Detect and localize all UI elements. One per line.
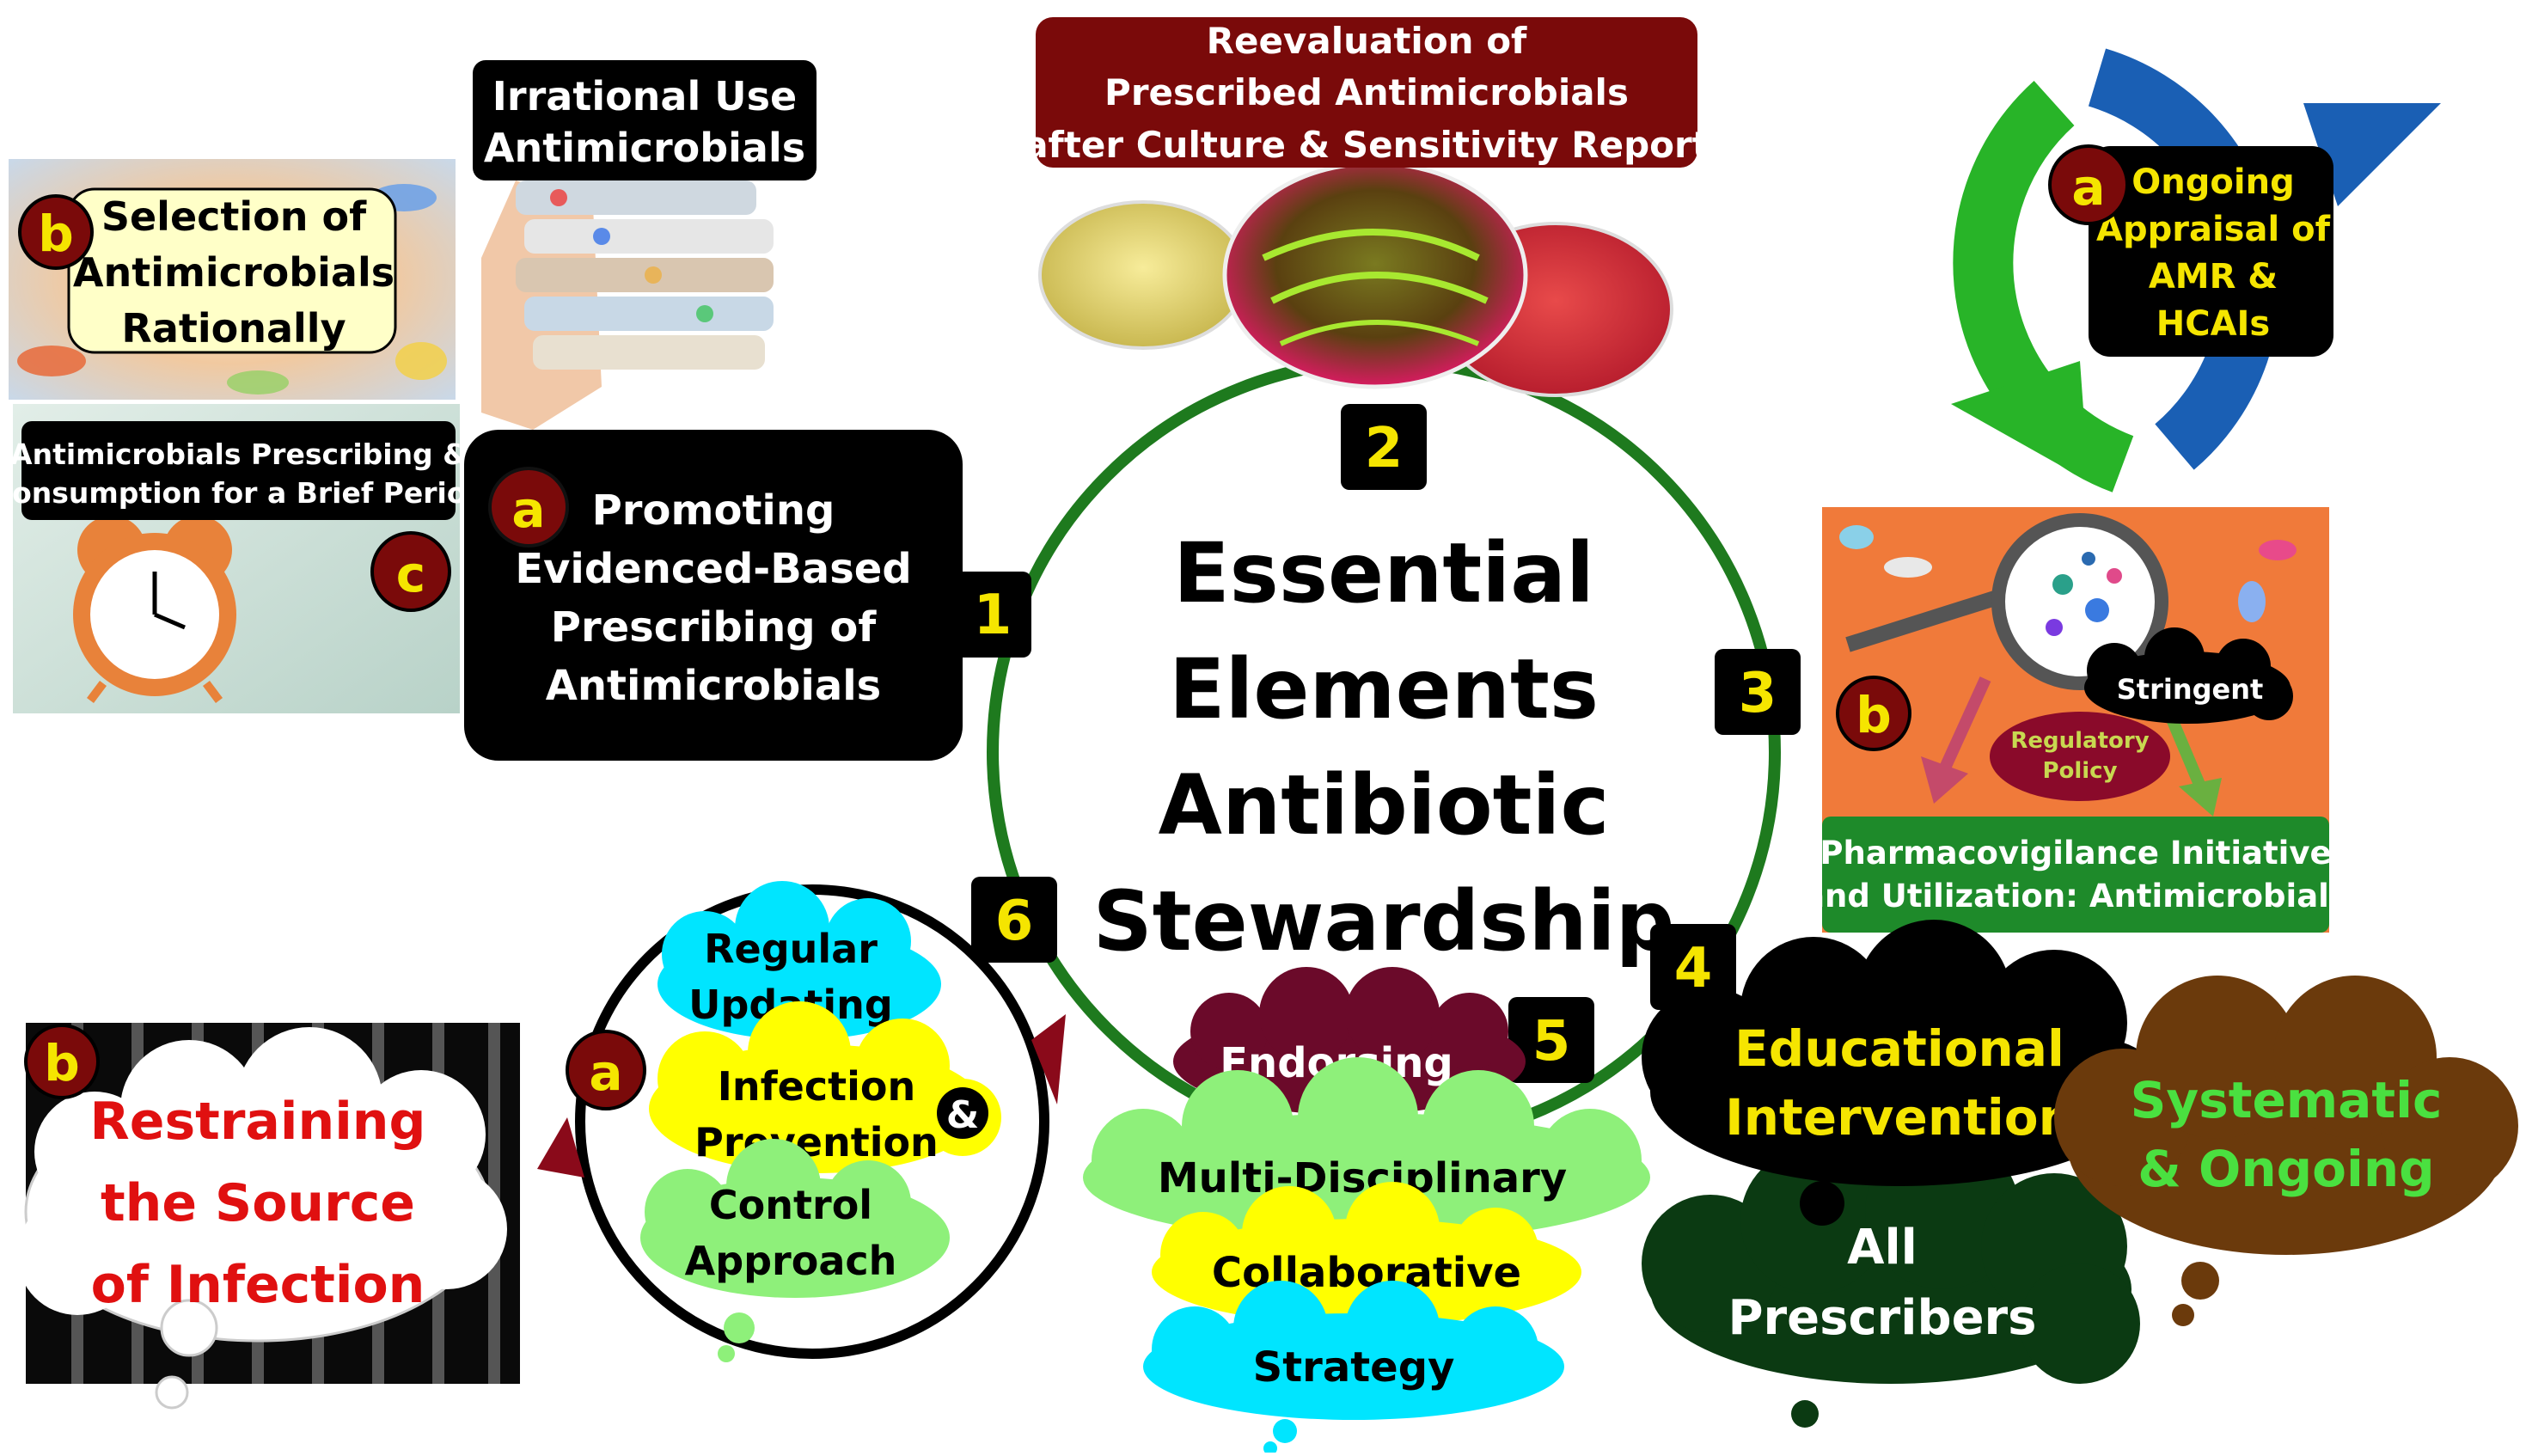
svg-text:6: 6	[995, 890, 1034, 953]
center-line-4: Stewardship	[1093, 873, 1675, 970]
svg-text:Prevention: Prevention	[694, 1119, 939, 1165]
pharmaco-pills-decor	[1839, 525, 2297, 622]
hand-pills-image	[481, 180, 774, 430]
svg-text:&: &	[946, 1093, 979, 1137]
element2-line-2: Prescribed Antimicrobials	[1104, 71, 1629, 113]
element2-box	[1036, 17, 1697, 168]
alarm-clock-icon	[73, 516, 236, 703]
svg-text:Infection: Infection	[718, 1063, 915, 1110]
svg-text:Systematic: Systematic	[2131, 1071, 2443, 1129]
svg-text:Control: Control	[709, 1182, 872, 1228]
svg-text:2: 2	[1365, 417, 1404, 480]
regulatory-line-2: Policy	[2042, 758, 2117, 784]
svg-text:Prescribers: Prescribers	[1728, 1290, 2037, 1346]
center-line-2: Elements	[1169, 641, 1599, 737]
appraisal-line-4: HCAIs	[2156, 304, 2270, 344]
number-badge-6: 6	[971, 877, 1057, 963]
pharmaco-line-1: Pharmacovigilance Initiative	[1820, 835, 2331, 872]
appraisal-line-1: Ongoing	[2132, 162, 2294, 202]
prescribers-cloud: All Prescribers	[1642, 1135, 2140, 1428]
svg-text:Intervention: Intervention	[1725, 1088, 2074, 1147]
element6-ring	[575, 884, 1049, 1359]
arrow-right-head	[2179, 778, 2222, 817]
element2-line-3: after Culture & Sensitivity Report	[1024, 124, 1709, 166]
brief-line-2: Consumption for a Brief Period	[0, 476, 486, 510]
center-title: Essential Elements Antibiotic Stewardshi…	[1093, 525, 1675, 970]
svg-text:& Ongoing: & Ongoing	[2138, 1140, 2434, 1198]
amp-badge: &	[937, 1087, 988, 1139]
magnifier-icon	[1845, 513, 2168, 690]
svg-text:Approach: Approach	[685, 1238, 897, 1284]
svg-text:a: a	[589, 1043, 622, 1102]
irrational-line-2: Antimicrobials	[484, 125, 805, 171]
element1-line-4: Antimicrobials	[546, 662, 882, 710]
appraisal-line-3: AMR &	[2149, 257, 2278, 297]
arrow-left-head	[1921, 756, 1968, 804]
updating-cloud: Regular Updating	[657, 881, 941, 1040]
infection-cloud: Infection Prevention	[649, 1001, 1001, 1173]
selection-box	[67, 187, 397, 354]
badge-b-restraining: b	[24, 1024, 100, 1099]
selection-line-1: Selection of	[101, 193, 367, 240]
restraining-cloud: Restraining the Source of Infection	[17, 1027, 507, 1410]
irrational-line-1: Irrational Use	[492, 73, 797, 119]
svg-text:Strategy: Strategy	[1253, 1343, 1455, 1392]
svg-text:Restraining: Restraining	[90, 1092, 426, 1152]
badge-b-pharmaco: b	[1836, 676, 1911, 751]
control-cloud: Control Approach	[640, 1139, 950, 1362]
number-badge-4: 4	[1650, 924, 1736, 1010]
element1-main-box	[464, 430, 963, 761]
element1-line-2: Evidenced-Based	[515, 545, 911, 593]
selection-line-3: Rationally	[121, 305, 346, 352]
regulatory-line-1: Regulatory	[2010, 728, 2149, 754]
strategy-cloud: Strategy	[1143, 1281, 1564, 1455]
center-line-1: Essential	[1173, 525, 1594, 621]
pharmaco-label-box	[1822, 817, 2329, 933]
svg-text:5: 5	[1532, 1010, 1571, 1074]
svg-text:the Source: the Source	[101, 1173, 415, 1233]
svg-text:Educational: Educational	[1734, 1019, 2064, 1078]
badge-a-appraisal: a	[2048, 144, 2129, 225]
stringent-label: Stringent	[2117, 673, 2264, 706]
number-badge-1: 1	[954, 572, 1031, 658]
irrational-box	[473, 60, 817, 180]
svg-text:of Infection: of Infection	[91, 1255, 425, 1315]
svg-text:a: a	[511, 480, 545, 539]
appraisal-line-2: Appraisal of	[2096, 210, 2331, 249]
center-line-3: Antibiotic	[1159, 757, 1610, 853]
arrow-left	[1936, 676, 1991, 776]
element2-line-1: Reevaluation of	[1207, 20, 1527, 62]
svg-text:c: c	[396, 545, 425, 603]
svg-text:a: a	[2071, 158, 2105, 217]
svg-text:All: All	[1847, 1220, 1917, 1276]
brief-line-1: Antimicrobials Prescribing &	[10, 437, 468, 471]
petri-dishes-image	[1038, 161, 1673, 397]
badge-a-element6: a	[566, 1030, 646, 1110]
badge-a-element1: a	[488, 467, 569, 548]
element6-arrow-right	[1031, 1014, 1066, 1104]
badge-b-selection: b	[18, 194, 94, 270]
selection-line-2: Antimicrobials	[73, 249, 394, 296]
brief-box	[21, 421, 456, 520]
number-badge-2: 2	[1341, 404, 1427, 490]
stringent-cloud: Stringent	[2084, 627, 2293, 724]
number-badge-3: 3	[1715, 649, 1801, 735]
badge-c-brief: c	[370, 531, 451, 612]
regulatory-ellipse	[1990, 712, 2170, 801]
element1-line-1: Promoting	[592, 486, 835, 535]
svg-text:b: b	[44, 1034, 80, 1092]
element6-arrow-left	[537, 1117, 584, 1178]
svg-text:3: 3	[1739, 662, 1777, 725]
svg-text:b: b	[1856, 686, 1892, 744]
svg-text:1: 1	[974, 584, 1012, 647]
element1-line-3: Prescribing of	[551, 603, 878, 652]
systematic-cloud: Systematic & Ongoing	[2054, 976, 2518, 1326]
appraisal-box	[2089, 146, 2333, 357]
svg-text:b: b	[38, 205, 74, 263]
number-badge-5: 5	[1508, 997, 1594, 1083]
svg-text:Regular: Regular	[704, 926, 878, 972]
pharmaco-line-2: and Utilization: Antimicrobials	[1803, 878, 2348, 915]
